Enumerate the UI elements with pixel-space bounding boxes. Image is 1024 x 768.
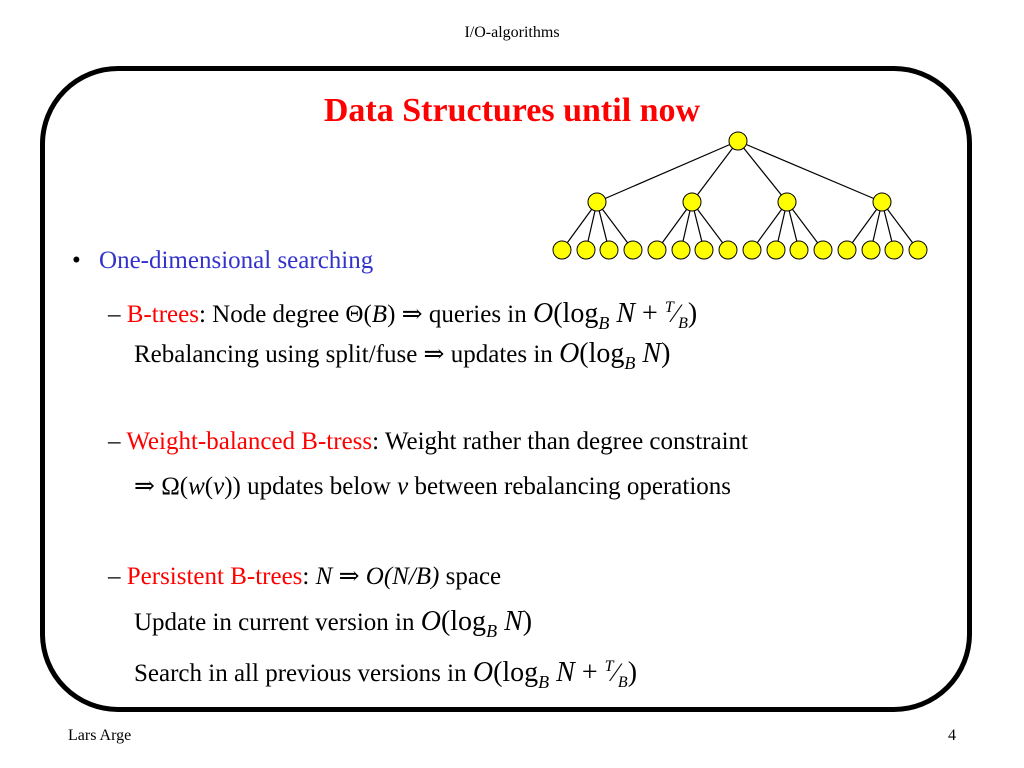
search-text: Search in all previous versions in [134, 660, 473, 687]
slide-frame [40, 66, 972, 712]
btree-formula-sub: B [598, 313, 610, 333]
search-formula-o: O [472, 657, 494, 688]
btree-formula-plus: + [635, 298, 665, 329]
persistent-arrow: ⇒ [332, 563, 366, 590]
rebalance-formula-o: O [559, 338, 580, 369]
persistent-colon: : [302, 563, 316, 590]
tree-internal-node [587, 192, 607, 212]
btree-text2: ) ⇒ queries in [387, 301, 533, 328]
btree-text1: : Node degree Θ( [198, 301, 372, 328]
footer-page-number: 4 [948, 727, 956, 744]
tree-internal-node [872, 192, 892, 212]
tree-internal-node [682, 192, 702, 212]
btree-line: – B-trees: Node degree Θ(B) ⇒ queries in… [108, 293, 697, 339]
rebalance-line: Rebalancing using split/fuse ⇒ updates i… [134, 339, 670, 378]
tree-leaf-node [694, 240, 714, 260]
search-formula-n: N [549, 657, 575, 688]
btree-var-b: B [371, 301, 388, 328]
tree-root-node [728, 131, 748, 151]
search-formula-close: ) [627, 657, 638, 688]
search-formula-t: T [604, 658, 614, 675]
btree-formula-t: T [664, 299, 674, 316]
tree-leaf-node [718, 240, 738, 260]
dash: – [108, 428, 121, 455]
weight2-arrow: ⇒ Ω( [134, 473, 189, 500]
weight-name: Weight-balanced B-tress [126, 428, 373, 455]
tree-leaf-node [861, 240, 881, 260]
tree-leaf-node [671, 240, 691, 260]
persistent-o: O [365, 563, 384, 590]
weight2-v2: v [397, 473, 409, 500]
footer-author: Lars Arge [68, 727, 132, 744]
weight-line-2: ⇒ Ω(w(v)) updates below v between rebala… [134, 472, 731, 502]
persistent-space: space [439, 563, 502, 590]
rebalance-formula-open: (log [579, 338, 625, 369]
tree-leaf-node [766, 240, 786, 260]
update-formula-sub: B [486, 621, 498, 641]
search-formula-slash: ⁄ [613, 658, 618, 687]
tree-leaf-node [742, 240, 762, 260]
tree-leaf-node [623, 240, 643, 260]
btree-formula-close: ) [687, 298, 698, 329]
rebalance-formula-sub: B [624, 353, 636, 373]
search-formula-plus: + [574, 657, 605, 688]
weight2-w: w [188, 473, 205, 500]
weight2-v: v [213, 473, 225, 500]
search-formula-sub: B [538, 672, 550, 692]
tree-edges [561, 140, 919, 251]
update-formula-n: N [497, 606, 523, 637]
btree-formula-o: O [533, 298, 554, 329]
btree-formula-b: B [678, 315, 688, 332]
persistent-name: Persistent B-trees [126, 563, 303, 590]
tree-leaf-node [837, 240, 857, 260]
weight-text: : Weight rather than degree constraint [372, 428, 748, 455]
persistent-line: – Persistent B-trees: N ⇒ O(N/B) space [108, 562, 501, 592]
search-formula-b: B [617, 674, 628, 691]
btree-formula-slash: ⁄ [673, 299, 679, 328]
btree-name: B-trees [126, 301, 199, 328]
tree-leaf-node [789, 240, 809, 260]
dash: – [108, 301, 121, 328]
tree-leaf-node [552, 240, 572, 260]
persistent-space-formula: (N/B) [383, 563, 440, 590]
tree-leaf-node [599, 240, 619, 260]
tree-internal-node [777, 192, 797, 212]
weight2-text2: between rebalancing operations [408, 473, 731, 500]
persistent-n: N [315, 563, 333, 590]
search-line: Search in all previous versions in O(log… [134, 652, 637, 698]
btree-formula-n: N [609, 298, 636, 329]
bullet-one-dimensional: • One-dimensional searching [72, 246, 373, 276]
update-formula-close: ) [522, 606, 533, 637]
weight-line: – Weight-balanced B-tress: Weight rather… [108, 427, 748, 457]
tree-leaf-node [576, 240, 596, 260]
weight2-text1: )) updates below [224, 473, 398, 500]
slide-title: Data Structures until now [323, 92, 701, 129]
update-formula-open: (log [440, 606, 487, 637]
bullet-label: One-dimensional searching [99, 247, 374, 274]
btree-illustration [552, 131, 928, 260]
tree-leaf-node [813, 240, 833, 260]
bullet-symbol: • [72, 247, 81, 274]
slide-header: I/O-algorithms [464, 24, 560, 41]
tree-leaf-node [884, 240, 904, 260]
tree-leaf-node [908, 240, 928, 260]
update-formula-o: O [420, 606, 441, 637]
update-text: Update in current version in [134, 609, 421, 636]
btree-formula-open: (log [553, 298, 599, 329]
rebalance-text: Rebalancing using split/fuse ⇒ updates i… [134, 341, 560, 368]
tree-leaf-node [647, 240, 667, 260]
update-line: Update in current version in O(logB N) [134, 607, 532, 646]
weight2-paren: ( [204, 473, 214, 500]
dash: – [108, 563, 121, 590]
search-formula-open: (log [493, 657, 539, 688]
rebalance-formula-n: N [635, 338, 662, 369]
rebalance-formula-close: ) [661, 338, 671, 369]
tree-nodes [552, 131, 928, 260]
